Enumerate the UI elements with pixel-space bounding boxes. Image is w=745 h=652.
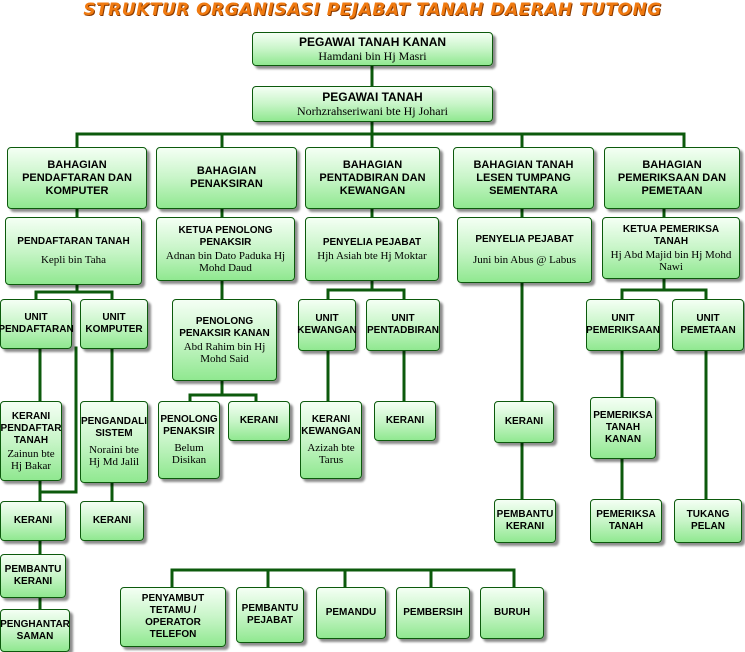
node-title: BURUH xyxy=(493,607,531,618)
node-title: BAHAGIAN PENAKSIRAN xyxy=(190,165,263,190)
ketua-pemeriksa-tanah-box: KETUA PEMERIKSA TANAH Hj Abd Majid bin H… xyxy=(602,217,740,279)
node-title: KERANI xyxy=(13,515,53,526)
node-name: Hamdani bin Hj Masri xyxy=(318,49,427,63)
penghantar-saman-box: PENGHANTAR SAMAN xyxy=(0,609,70,652)
node-title: PEMANDU xyxy=(325,607,377,618)
node-title: KERANI xyxy=(92,515,132,526)
node-name: Adnan bin Dato Paduka Hj Mohd Daud xyxy=(165,249,286,274)
node-title: KERANI xyxy=(504,416,544,427)
penyelia-pejabat-2-box: PENYELIA PEJABAT Juni bin Abus @ Labus xyxy=(457,217,592,283)
node-title: PENDAFTARAN TANAH xyxy=(17,236,130,247)
buruh-box: BURUH xyxy=(480,587,544,639)
kerani-lesen-box: KERANI xyxy=(494,401,554,443)
node-title: PENGANDALI SISTEM xyxy=(80,416,148,439)
node-title: BAHAGIAN PENDAFTARAN DAN KOMPUTER xyxy=(22,158,132,197)
pembantu-pejabat-box: PEMBANTU PEJABAT xyxy=(236,587,304,643)
ketua-penolong-penaksir-box: KETUA PENOLONG PENAKSIR Adnan bin Dato P… xyxy=(156,217,295,281)
bahagian-pemeriksaan-box: BAHAGIAN PEMERIKSAAN DAN PEMETAAN xyxy=(604,147,740,209)
node-title: PENOLONG PENAKSIR xyxy=(160,414,218,437)
node-name: Zainun bte Hj Bakar xyxy=(7,447,55,472)
node-title: PENGHANTAR SAMAN xyxy=(0,618,70,642)
node-title: PEGAWAI TANAH xyxy=(322,90,423,104)
node-title: KERANI PENDAFTAR TANAH xyxy=(0,410,62,446)
node-title: BAHAGIAN PEMERIKSAAN DAN PEMETAAN xyxy=(617,158,727,197)
kerani-komputer-box: KERANI xyxy=(80,501,144,541)
node-title: UNIT PENTADBIRAN xyxy=(366,313,440,336)
node-title: BAHAGIAN PENTADBIRAN DAN KEWANGAN xyxy=(319,158,426,197)
node-title: UNIT PENDAFTARAN xyxy=(0,312,74,335)
node-title: UNIT KEWANGAN xyxy=(297,313,357,336)
bahagian-pendaftaran-box: BAHAGIAN PENDAFTARAN DAN KOMPUTER xyxy=(7,147,147,209)
node-title: TUKANG PELAN xyxy=(686,509,730,532)
unit-pentadbiran-box: UNIT PENTADBIRAN xyxy=(366,299,440,351)
pembantu-kerani-box: PEMBANTU KERANI xyxy=(0,554,66,598)
node-title: UNIT PEMETAAN xyxy=(680,313,736,336)
node-title: PEMERIKSA TANAH KANAN xyxy=(593,410,653,445)
kerani-kewangan-box: KERANI KEWANGAN Azizah bte Tarus xyxy=(300,401,362,479)
pembersih-box: PEMBERSIH xyxy=(396,587,470,639)
unit-komputer-box: UNIT KOMPUTER xyxy=(80,299,148,349)
node-title: PEMBERSIH xyxy=(403,607,463,618)
node-name: Kepli bin Taha xyxy=(40,254,106,266)
pegawai-tanah-box: PEGAWAI TANAH Norhzrahseriwani bte Hj Jo… xyxy=(252,86,493,122)
node-title: PEMERIKSA TANAH xyxy=(596,509,656,532)
node-title: PENYELIA PEJABAT xyxy=(322,236,422,248)
node-title: UNIT KOMPUTER xyxy=(85,312,143,335)
node-name: Azizah bte Tarus xyxy=(307,442,355,466)
node-name: Abd Rahim bin Hj Mohd Said xyxy=(183,340,266,365)
unit-pemetaan-box: UNIT PEMETAAN xyxy=(672,299,744,351)
unit-kewangan-box: UNIT KEWANGAN xyxy=(297,299,357,351)
kerani-pentadbiran-box: KERANI xyxy=(374,401,436,441)
bahagian-lesen-box: BAHAGIAN TANAH LESEN TUMPANG SEMENTARA xyxy=(453,147,594,209)
pengandali-sistem-box: PENGANDALI SISTEM Noraini bte Hj Md Jali… xyxy=(80,401,148,483)
node-title: KERANI xyxy=(385,415,425,426)
kerani-pendaftar-tanah-box: KERANI PENDAFTAR TANAH Zainun bte Hj Bak… xyxy=(0,401,62,481)
node-name: Norhzrahseriwani bte Hj Johari xyxy=(297,104,448,118)
pemandu-box: PEMANDU xyxy=(316,587,386,639)
node-title: PEMBANTU KERANI xyxy=(4,564,62,587)
node-name: Juni bin Abus @ Labus xyxy=(472,254,577,266)
node-name: Hj Abd Majid bin Hj Mohd Nawi xyxy=(610,248,732,273)
node-title: PENYAMBUT TETAMU / OPERATOR TELEFON xyxy=(141,593,205,640)
node-title: PENOLONG PENAKSIR KANAN xyxy=(179,315,270,339)
node-title: KERANI xyxy=(239,415,279,426)
pembantu-kerani-lesen-box: PEMBANTU KERANI xyxy=(494,499,556,543)
node-title: PENYELIA PEJABAT xyxy=(475,234,574,245)
pendaftaran-tanah-box: PENDAFTARAN TANAH Kepli bin Taha xyxy=(5,217,142,285)
pegawai-tanah-kanan-box: PEGAWAI TANAH KANAN Hamdani bin Hj Masri xyxy=(252,32,493,66)
node-name: Noraini bte Hj Md Jalil xyxy=(88,444,140,468)
node-title: BAHAGIAN TANAH LESEN TUMPANG SEMENTARA xyxy=(473,158,574,197)
unit-pemeriksaan-box: UNIT PEMERIKSAAN xyxy=(586,299,660,351)
kerani-penaksiran-box: KERANI xyxy=(228,401,290,441)
bahagian-pentadbiran-box: BAHAGIAN PENTADBIRAN DAN KEWANGAN xyxy=(305,147,440,209)
node-name: Hjh Asiah bte Hj Moktar xyxy=(317,249,427,262)
penyelia-pejabat-1-box: PENYELIA PEJABAT Hjh Asiah bte Hj Moktar xyxy=(305,217,439,281)
unit-pendaftaran-box: UNIT PENDAFTARAN xyxy=(0,299,74,349)
kerani-box: KERANI xyxy=(0,501,66,541)
node-title: PEMBANTU KERANI xyxy=(496,509,554,532)
node-title: UNIT PEMERIKSAAN xyxy=(586,313,660,336)
node-title: PEMBANTU PEJABAT xyxy=(241,603,299,626)
chart-title: STRUKTUR ORGANISASI PEJABAT TANAH DAERAH… xyxy=(83,0,662,20)
tukang-pelan-box: TUKANG PELAN xyxy=(674,499,742,543)
node-name: Belum Disikan xyxy=(171,442,207,466)
bahagian-penaksiran-box: BAHAGIAN PENAKSIRAN xyxy=(156,147,297,209)
pemeriksa-tanah-box: PEMERIKSA TANAH xyxy=(590,499,662,543)
node-title: KERANI KEWANGAN xyxy=(301,414,361,437)
penolong-penaksir-box: PENOLONG PENAKSIR Belum Disikan xyxy=(158,401,220,479)
node-title: KETUA PENOLONG PENAKSIR xyxy=(178,224,273,248)
penolong-penaksir-kanan-box: PENOLONG PENAKSIR KANAN Abd Rahim bin Hj… xyxy=(172,299,277,381)
node-title: PEGAWAI TANAH KANAN xyxy=(298,35,447,49)
penyambut-tetamu-box: PENYAMBUT TETAMU / OPERATOR TELEFON xyxy=(120,587,226,647)
node-title: KETUA PEMERIKSA TANAH xyxy=(622,223,720,247)
pemeriksa-tanah-kanan-box: PEMERIKSA TANAH KANAN xyxy=(590,397,656,459)
